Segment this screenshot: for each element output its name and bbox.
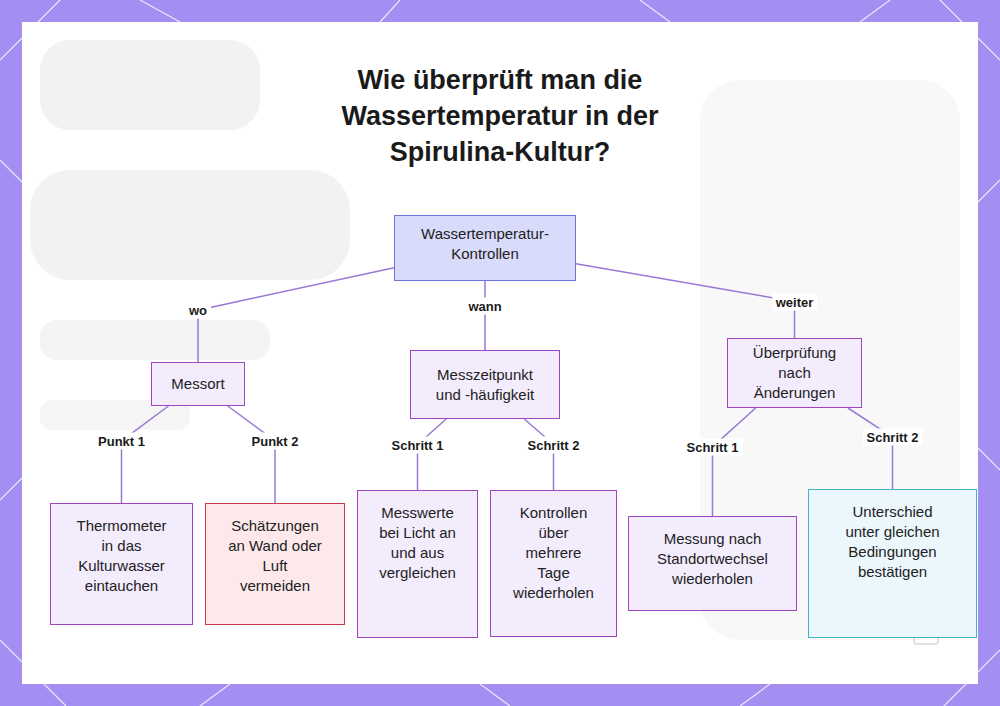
edge-label: Schritt 1 [682, 438, 742, 455]
process-box: Unterschied unter gleichen Bedingungen b… [808, 489, 977, 638]
edge-label: wo [185, 302, 211, 319]
edge-label: Schritt 2 [862, 429, 922, 446]
frame-line [740, 684, 770, 706]
process-box: Überprüfung nach Änderungen [727, 338, 862, 408]
connector-line [713, 408, 756, 516]
connector-line [122, 406, 169, 503]
process-box: Thermometer in das Kulturwasser eintauch… [50, 503, 193, 625]
connector-line [198, 268, 394, 362]
edge-label: Punkt 2 [248, 432, 303, 449]
process-box: Schätzungen an Wand oder Luft vermeiden [205, 503, 345, 625]
edge-label: weiter [772, 293, 818, 310]
process-box: Messung nach Standortwechsel wiederholen [628, 516, 797, 611]
box-text: Messung nach Standortwechsel wiederholen [647, 529, 778, 589]
box-text: Wassertemperatur-Kontrollen [407, 224, 563, 264]
connector-line [848, 408, 893, 489]
frame-line [140, 0, 180, 22]
edge-label: Punkt 1 [94, 432, 149, 449]
box-text: Messzeitpunkt und -häufigkeit [427, 365, 543, 405]
edge-label: Schritt 1 [387, 436, 447, 453]
box-text: Unterschied unter gleichen Bedingungen b… [837, 502, 948, 582]
frame-line [860, 0, 890, 22]
process-box: Messort [151, 362, 245, 406]
process-box: Messwerte bei Licht an und aus vergleich… [357, 490, 478, 638]
connector-line [524, 419, 553, 490]
connector-line [484, 281, 486, 350]
process-box: Wassertemperatur-Kontrollen [394, 215, 576, 281]
panel [22, 22, 978, 684]
blur-shape [40, 40, 260, 130]
frame-line [200, 684, 230, 706]
box-text: Überprüfung nach Änderungen [744, 343, 845, 403]
edge-label: wann [464, 297, 505, 314]
box-text: Messort [171, 374, 224, 394]
process-box: Messzeitpunkt und -häufigkeit [410, 350, 560, 419]
process-box: Kontrollen über mehrere Tage wiederholen [490, 490, 617, 637]
box-text: Messwerte bei Licht an und aus vergleich… [372, 503, 463, 583]
box-text: Thermometer in das Kulturwasser eintauch… [73, 516, 170, 596]
box-text: Schätzungen an Wand oder Luft vermeiden [228, 516, 322, 596]
box-text: Kontrollen über mehrere Tage wiederholen [509, 503, 598, 603]
edge-label: Schritt 2 [523, 436, 583, 453]
frame-line [640, 0, 670, 22]
connector-line [576, 264, 795, 338]
blur-shape [40, 320, 270, 360]
diagram-title: Wie überprüft man die Wassertemperatur i… [300, 62, 700, 170]
connector-line [418, 419, 447, 490]
connector-line [228, 406, 275, 503]
frame-line [480, 684, 510, 706]
blur-shape [30, 170, 350, 280]
frame-line [380, 0, 400, 22]
